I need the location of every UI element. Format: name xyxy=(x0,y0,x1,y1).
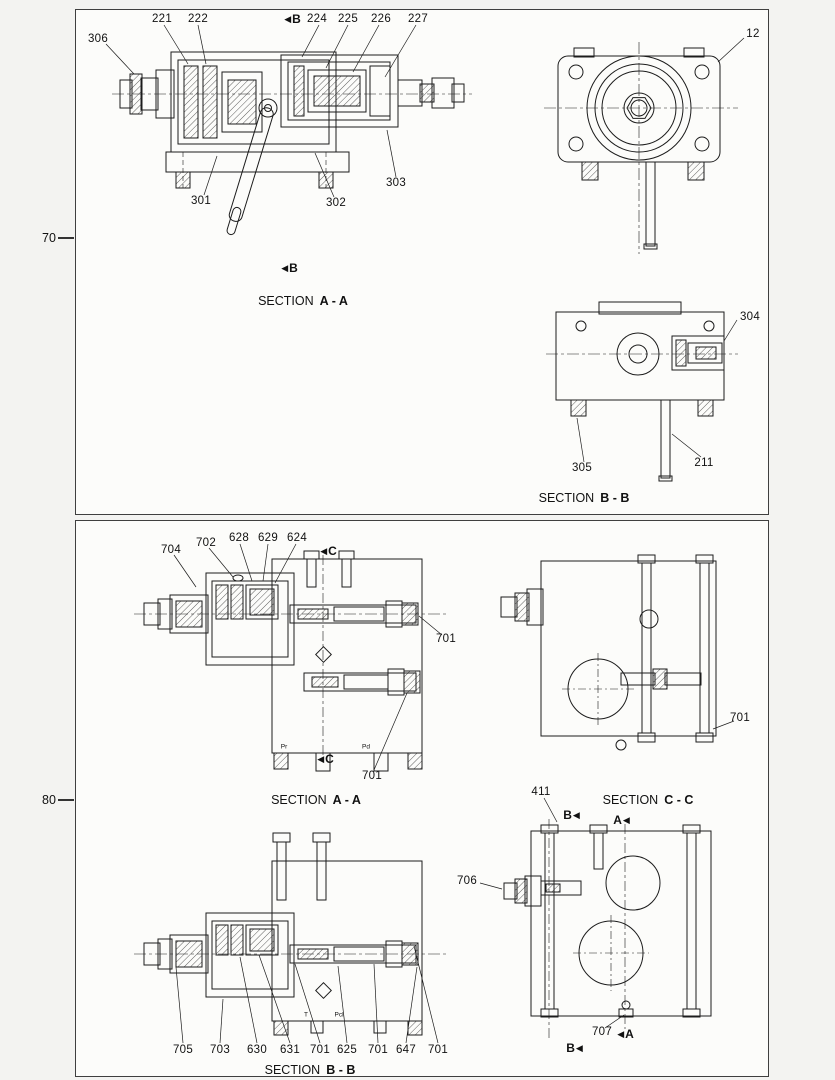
callout-647: 647 xyxy=(395,1044,417,1056)
section-bb-drawing xyxy=(546,301,738,482)
cut-letter: A xyxy=(625,1027,634,1041)
bottom-panel-line-art xyxy=(134,543,735,1044)
section-cut-b-bottom-reg: B◀ xyxy=(566,1041,584,1055)
callout-624: 624 xyxy=(286,532,308,544)
section-title-aa-top: SECTION A - A xyxy=(258,294,348,308)
port-label-pd: Pd xyxy=(362,743,370,751)
callout-629: 629 xyxy=(257,532,279,544)
callout-701-c: 701 xyxy=(427,1044,449,1056)
section-word: SECTION xyxy=(264,1063,321,1077)
arrow-left-icon: ◀ xyxy=(572,810,580,820)
callout-703: 703 xyxy=(209,1044,231,1056)
section-cut-a-bottom-reg: ◀A xyxy=(616,1027,634,1041)
callout-305: 305 xyxy=(571,462,593,474)
section-title-cc: SECTION C - C xyxy=(603,793,694,807)
arrow-left-icon: ◀ xyxy=(284,14,292,24)
callout-631: 631 xyxy=(279,1044,301,1056)
arrow-left-icon: ◀ xyxy=(281,263,289,273)
callout-701-a: 701 xyxy=(309,1044,331,1056)
port-label-pr: Pr xyxy=(280,743,288,751)
callout-306: 306 xyxy=(87,33,109,45)
callout-221: 221 xyxy=(151,13,173,25)
section-name: B - B xyxy=(600,491,630,505)
cut-letter: B xyxy=(292,12,301,26)
valve-section-aa-drawing xyxy=(105,24,472,236)
end-view-drawing xyxy=(544,37,745,254)
callout-211: 211 xyxy=(694,457,714,469)
callout-12: 12 xyxy=(746,28,760,40)
row-tick-70 xyxy=(58,237,74,239)
section-cut-c-bottom: ◀C xyxy=(316,752,334,766)
pump-section-bb-drawing xyxy=(134,832,448,1044)
callout-225: 225 xyxy=(337,13,359,25)
section-cut-a-top-reg: A◀ xyxy=(613,813,631,827)
callout-704: 704 xyxy=(160,544,182,556)
port-label-t: T xyxy=(304,1011,308,1019)
callout-701-cc: 701 xyxy=(729,712,751,724)
callout-701-b: 701 xyxy=(367,1044,389,1056)
arrow-left-icon: ◀ xyxy=(320,546,328,556)
callout-227: 227 xyxy=(407,13,429,25)
section-name: A - A xyxy=(319,294,348,308)
section-title-bb-bottom: SECTION B - B xyxy=(265,1063,356,1077)
arrow-left-icon: ◀ xyxy=(622,815,630,825)
cut-letter: A xyxy=(613,813,622,827)
row-tick-80 xyxy=(58,799,74,801)
arrow-left-icon: ◀ xyxy=(317,754,325,764)
section-cc-drawing xyxy=(500,554,735,823)
callout-222: 222 xyxy=(187,13,209,25)
section-cut-b-top: ◀B xyxy=(283,12,301,26)
section-cut-b-bottom: ◀B xyxy=(280,261,298,275)
callout-630: 630 xyxy=(246,1044,268,1056)
callout-701-right: 701 xyxy=(435,633,457,645)
callout-411: 411 xyxy=(531,786,551,798)
cut-letter: B xyxy=(563,808,572,822)
regulator-view-drawing xyxy=(479,819,712,1039)
section-cut-c-top: ◀C xyxy=(319,544,337,558)
section-word: SECTION xyxy=(271,793,327,807)
row-label-80: 80 xyxy=(42,793,56,807)
callout-226: 226 xyxy=(370,13,392,25)
callout-301: 301 xyxy=(190,195,212,207)
section-cut-b-top-reg: B◀ xyxy=(563,808,581,822)
top-panel-line-art xyxy=(105,24,745,482)
callout-304: 304 xyxy=(739,311,761,323)
cut-letter: B xyxy=(566,1041,575,1055)
section-word: SECTION xyxy=(538,491,595,505)
callout-628: 628 xyxy=(228,532,250,544)
cut-letter: C xyxy=(328,544,337,558)
callout-303: 303 xyxy=(385,177,407,189)
callout-705: 705 xyxy=(172,1044,194,1056)
section-word: SECTION xyxy=(258,294,314,308)
cut-letter: C xyxy=(325,752,334,766)
port-label-pcl: Pcl xyxy=(334,1011,344,1019)
callout-701-bottom: 701 xyxy=(361,770,383,782)
row-label-70: 70 xyxy=(42,231,56,245)
callout-702: 702 xyxy=(195,537,217,549)
arrow-left-icon: ◀ xyxy=(617,1029,625,1039)
section-title-bb-top: SECTION B - B xyxy=(539,491,630,505)
callout-224: 224 xyxy=(306,13,328,25)
section-name: A - A xyxy=(332,793,361,807)
section-title-aa-bottom: SECTION A - A xyxy=(271,793,361,807)
pump-section-aa-drawing xyxy=(134,543,448,772)
section-name: B - B xyxy=(326,1063,356,1077)
arrow-left-icon: ◀ xyxy=(575,1043,583,1053)
section-word: SECTION xyxy=(602,793,659,807)
figure-panel-80: 704 702 628 629 624 ◀C 701 ◀C 701 SECTIO… xyxy=(75,520,769,1077)
callout-706: 706 xyxy=(456,875,478,887)
callout-302: 302 xyxy=(325,197,347,209)
callout-707: 707 xyxy=(591,1026,613,1038)
cut-letter: B xyxy=(289,261,298,275)
section-name: C - C xyxy=(664,793,694,807)
callout-625: 625 xyxy=(336,1044,358,1056)
figure-panel-70: 306 221 222 ◀B 224 225 226 227 301 302 3… xyxy=(75,9,769,515)
